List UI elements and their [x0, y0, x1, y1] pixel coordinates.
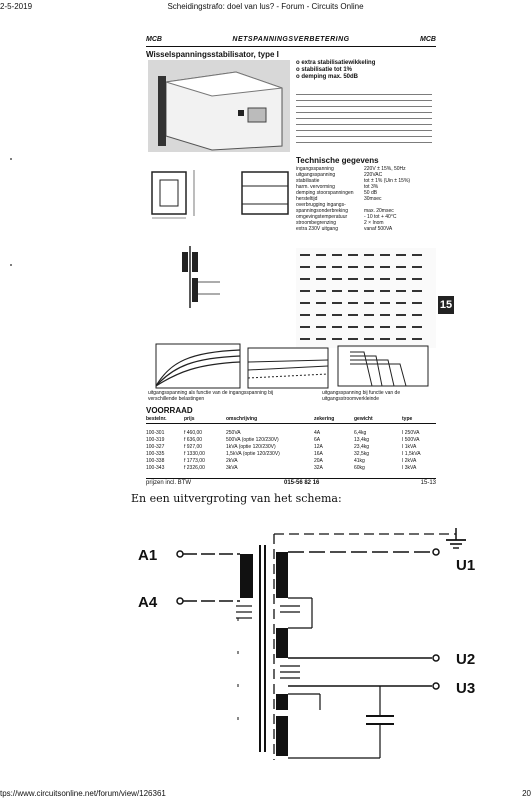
catalog-page-number: 15-13 — [420, 480, 436, 486]
bullet-2: o stabilisatie tot 1% — [296, 67, 353, 73]
print-date: 2-5-2019 — [0, 2, 33, 11]
response-graphs — [155, 343, 429, 389]
terminal-a4 — [176, 597, 184, 605]
tech-title: Technische gegevens — [296, 156, 379, 165]
primary-winding — [240, 554, 253, 598]
catalog-phone: 015-56 82 16 — [284, 480, 320, 486]
catalog-footer-note: prijzen incl. BTW — [146, 480, 192, 486]
catalog-page: MCB NETSPANNINGSVERBETERING MCB Wisselsp… — [146, 36, 436, 486]
product-photo — [148, 60, 290, 152]
print-header: 2-5-2019 Scheidingstrafo: doel van lus? … — [0, 0, 531, 12]
data-table-grid — [296, 248, 436, 348]
speck — [10, 158, 12, 160]
description-paragraph — [296, 92, 432, 144]
print-page-number: 20 — [522, 789, 531, 798]
catalog-header-bar: MCB NETSPANNINGSVERBETERING MCB — [146, 36, 436, 47]
label-a1: A1 — [138, 547, 157, 564]
print-title: Scheidingstrafo: doel van lus? - Forum -… — [167, 2, 364, 11]
print-url: tps://www.circuitsonline.net/forum/view/… — [0, 789, 166, 798]
label-u1: U1 — [456, 557, 475, 574]
graph-caption-left: uitgangsspanning als functie van de inga… — [148, 390, 274, 402]
brand-left: MCB — [146, 36, 162, 43]
secondary-winding-cap — [276, 694, 288, 710]
terminal-u3 — [432, 682, 440, 690]
print-footer: tps://www.circuitsonline.net/forum/view/… — [0, 788, 531, 800]
brand-right: MCB — [420, 36, 436, 43]
secondary-winding-u1 — [276, 552, 288, 598]
bullet-3: o demping max. 50dB — [296, 74, 359, 80]
catalog-footer: prijzen incl. BTW 015-56 82 16 15-13 — [146, 478, 436, 487]
small-circuit-diagram — [182, 246, 220, 308]
label-u2: U2 — [456, 651, 475, 668]
speck — [10, 264, 12, 266]
stock-title: VOORRAAD — [146, 406, 193, 415]
secondary-winding-u2 — [276, 628, 288, 658]
dimension-drawing — [151, 170, 289, 219]
terminal-u2 — [432, 654, 440, 662]
graph-caption-right: uitgangsspanning bij functie van de uitg… — [322, 390, 401, 402]
table-header-row: bestelnr. prijs omschrijving zekering ge… — [146, 416, 436, 424]
label-a4: A4 — [138, 594, 158, 611]
terminal-u1 — [432, 548, 440, 556]
terminal-a1 — [176, 550, 184, 558]
label-u3: U3 — [456, 680, 475, 697]
bullet-1: o extra stabilisatiewikkeling — [296, 60, 376, 66]
section-tab-badge: 15 — [438, 296, 454, 314]
section-title: NETSPANNINGSVERBETERING — [232, 36, 350, 43]
enlargement-caption: En een uitvergroting van het schema: — [131, 492, 342, 505]
product-title: Wisselspanningsstabilisator, type I — [146, 50, 279, 59]
